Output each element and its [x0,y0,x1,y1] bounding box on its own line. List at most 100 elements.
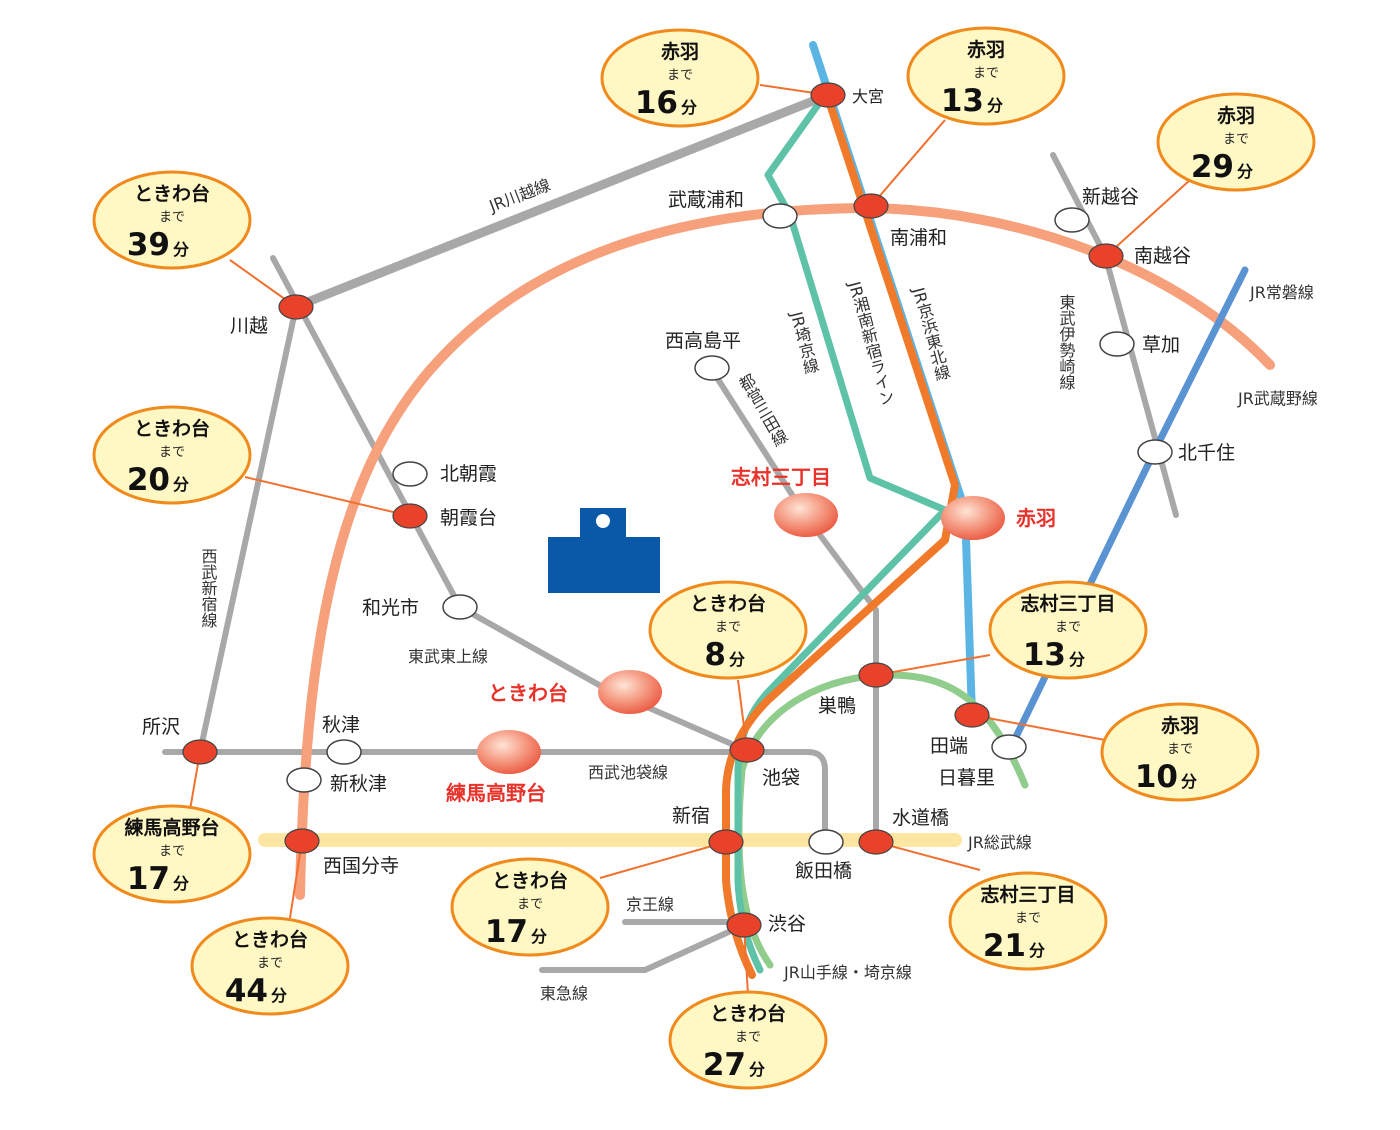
svg-text:27: 27 [703,1047,746,1083]
label-kitasenju: 北千住 [1178,442,1235,464]
label-ikebukuro: 池袋 [762,767,800,789]
label-line-tokyu: 東急線 [540,984,588,1003]
svg-text:練馬高野台: 練馬高野台 [124,816,219,839]
label-nishitakashimadaira: 西高島平 [665,330,741,352]
svg-text:29: 29 [1191,149,1234,185]
svg-text:分: 分 [531,927,547,946]
label-nippori: 日暮里 [938,767,995,789]
label-line-keio: 京王線 [626,895,674,914]
svg-text:まで: まで [257,956,283,971]
svg-text:分: 分 [681,98,697,117]
bubble-tokiwadai-17: ときわ台 まで 17 分 [450,857,610,957]
svg-text:分: 分 [173,874,189,893]
svg-text:13: 13 [941,83,984,119]
label-sugamo: 巣鴨 [818,695,856,717]
label-minami-koshigaya: 南越谷 [1134,245,1191,267]
svg-text:まで: まで [1167,742,1193,757]
svg-text:まで: まで [1223,132,1249,147]
svg-text:赤羽: 赤羽 [1217,105,1255,127]
travel-time-bubbles: 赤羽 まで 16 分 赤羽 まで 13 分 赤羽 まで 29 分 ときわ台 まで… [92,26,1316,1090]
bubble-tokiwadai-27: ときわ台 まで 27 分 [668,990,828,1090]
svg-text:ときわ台: ときわ台 [134,417,210,440]
station-dot-ikebukuro [729,737,765,763]
highlight-stations [477,493,1005,774]
station-dot-kita-asaka [392,461,428,487]
line-musashino [295,203,1275,900]
highlight-dot-tokiwadai [598,670,662,714]
label-soka: 草加 [1142,334,1180,356]
station-dot-suidobashi [858,829,894,855]
bubble-tokiwadai-8: ときわ台 まで 8 分 [648,580,808,680]
bubble-shimura-13: 志村三丁目 まで 13 分 [988,580,1148,680]
label-musashi-urawa: 武蔵浦和 [668,189,744,211]
bubble-nerima-17: 練馬高野台 まで 17 分 [92,804,252,904]
svg-text:分: 分 [749,1060,765,1079]
svg-text:まで: まで [973,66,999,81]
label-line-tojo: 東武東上線 [408,647,488,666]
station-dot-minami-koshigaya [1088,243,1124,269]
line-ikebukuro [162,749,828,845]
svg-text:39: 39 [127,227,170,263]
highlight-labels: 赤羽 志村三丁目 ときわ台 練馬高野台 [446,465,1056,805]
station-dot-asakadai [392,503,428,529]
svg-text:まで: まで [159,844,185,859]
label-shin-akitsu: 新秋津 [330,773,387,795]
station-dot-nishitakashimadaira [694,355,730,381]
line-seibu-shinjuku [197,304,299,755]
label-shin-koshigaya: 新越谷 [1082,186,1139,208]
label-line-saikyo: JR埼京線 [787,309,821,377]
label-kawagoe: 川越 [230,315,268,337]
station-dot-kawagoe [278,294,314,320]
station-dot-omiya [810,82,846,108]
svg-text:まで: まで [715,620,741,635]
label-shibuya: 渋谷 [768,913,806,935]
label-wakoshi: 和光市 [362,597,419,619]
svg-text:志村三丁目: 志村三丁目 [1020,592,1115,615]
label-nishikokubunji: 西国分寺 [323,855,399,877]
label-tokorozawa: 所沢 [142,716,180,738]
station-dot-iidabashi [808,829,844,855]
label-line-joban: JR常磐線 [1249,283,1314,302]
line-tokyu [539,922,747,973]
label-akabane-highlight: 赤羽 [1016,506,1056,530]
bubble-akabane-16: 赤羽 まで 16 分 [600,28,760,128]
svg-text:ときわ台: ときわ台 [710,1002,786,1025]
label-minami-urawa: 南浦和 [890,227,947,249]
station-dot-kitasenju [1137,439,1173,465]
label-tokiwadai-highlight: ときわ台 [488,681,568,705]
svg-text:17: 17 [127,861,170,897]
station-dot-minami-urawa [853,193,889,219]
svg-text:13: 13 [1023,637,1066,673]
station-dot-shin-koshigaya [1054,207,1090,233]
svg-text:ときわ台: ときわ台 [134,182,210,205]
station-dot-sugamo [858,662,894,688]
station-dot-musashi-urawa [762,203,798,229]
red-stations [182,82,1124,938]
label-line-mita: 都営三田線 [734,371,790,450]
label-suidobashi: 水道橋 [892,807,949,829]
svg-text:まで: まで [159,210,185,225]
svg-text:志村三丁目: 志村三丁目 [980,883,1075,906]
svg-text:赤羽: 赤羽 [661,41,699,63]
label-kita-asaka: 北朝霞 [440,463,497,485]
label-line-ikebukuro: 西武池袋線 [588,763,668,782]
highlight-dot-akabane [941,496,1005,540]
line-kawagoe [290,90,833,312]
station-dot-akitsu [326,739,362,765]
svg-text:まで: まで [667,68,693,83]
label-line-yamanote: JR山手線・埼京線 [783,963,912,982]
bubble-akabane-13-urawa: 赤羽 まで 13 分 [906,26,1066,126]
svg-text:分: 分 [1181,772,1197,791]
label-iidabashi: 飯田橋 [795,860,852,882]
label-shinjuku: 新宿 [672,805,710,827]
svg-text:17: 17 [485,914,528,950]
station-dot-wakoshi [442,594,478,620]
svg-text:21: 21 [983,928,1026,964]
svg-text:分: 分 [271,986,287,1005]
station-dot-shin-akitsu [286,767,322,793]
svg-text:ときわ台: ときわ台 [690,592,766,615]
label-line-seibu-shinjuku: 西武新宿線 [199,548,218,628]
svg-text:8: 8 [704,637,726,673]
